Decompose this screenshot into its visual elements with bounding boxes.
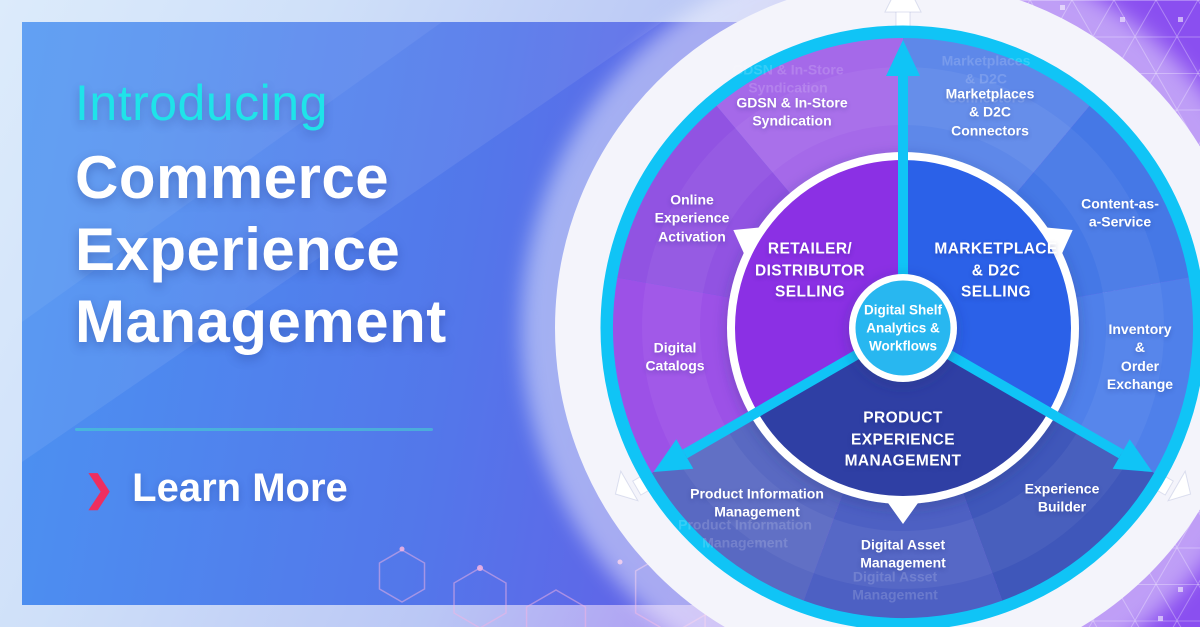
page-title: Commerce Experience Management [75,144,447,355]
learn-more-label: Learn More [132,466,348,510]
chevron-right-icon: ❯ [84,467,115,509]
triangle-mesh-pattern [820,0,1200,627]
divider-line [75,428,433,431]
eyebrow-text: Introducing [75,75,328,131]
learn-more-link[interactable]: ❯ Learn More [84,466,348,511]
headline-block: Introducing Commerce Experience Manageme… [75,74,447,358]
